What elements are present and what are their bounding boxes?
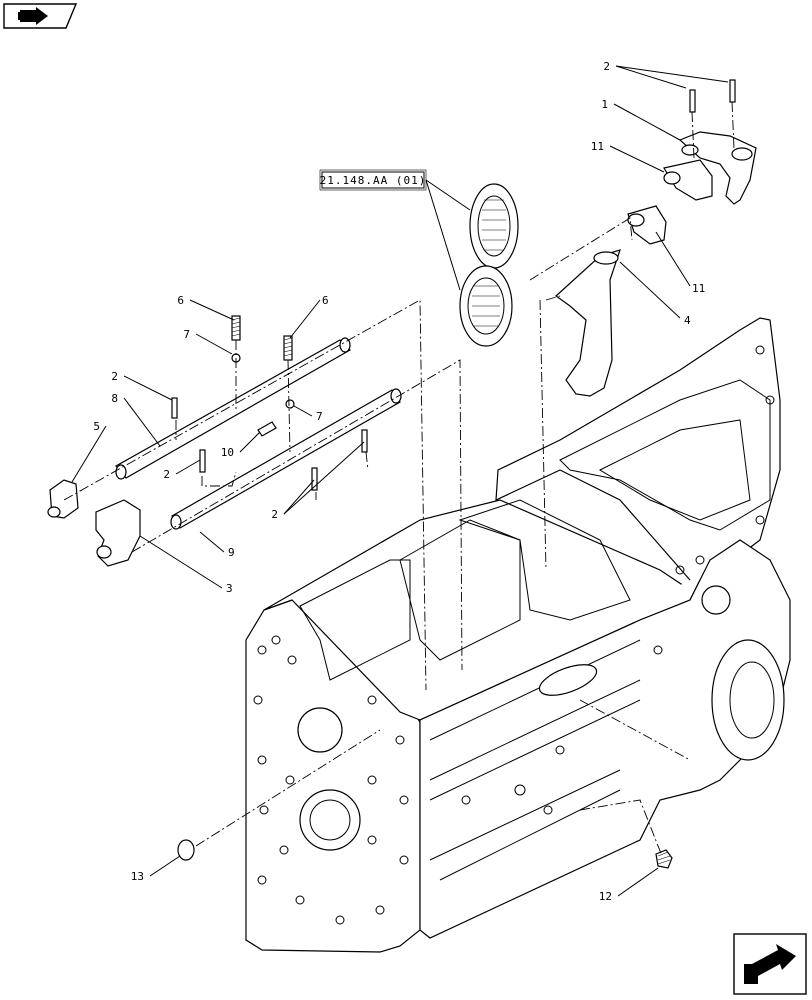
reference-label: 21.148.AA (01) <box>320 174 427 187</box>
callout-8: 8 <box>111 392 118 405</box>
synchroniser-sleeve <box>469 183 519 269</box>
bolt-holes <box>253 345 775 925</box>
callout-12: 12 <box>599 890 612 903</box>
callout-6-left: 6 <box>177 294 184 307</box>
callout-3: 4 <box>684 314 691 327</box>
shift-rail-9 <box>170 388 402 530</box>
callout-9: 9 <box>228 546 235 559</box>
synchroniser-ring <box>459 265 513 347</box>
reference-box[interactable]: 21.148.AA (01) <box>320 169 471 291</box>
callouts: 2 1 11 11 4 6 6 7 7 2 8 5 10 2 2 9 <box>71 60 729 903</box>
callout-6-right: 6 <box>322 294 329 307</box>
plug-12 <box>655 849 673 869</box>
callout-1: 1 <box>601 98 608 111</box>
selector-block-11-lower <box>627 205 667 245</box>
callout-5: 5 <box>93 420 100 433</box>
selector-4 <box>95 499 141 567</box>
shift-rail-8 <box>115 337 351 480</box>
callout-13: 13 <box>131 870 144 883</box>
transmission-housing <box>245 317 791 953</box>
shift-fork-1 <box>678 131 757 205</box>
callout-2-left: 2 <box>111 370 118 383</box>
callout-10: 10 <box>221 446 234 459</box>
callout-4: 3 <box>226 582 233 595</box>
callout-2-mid: 2 <box>163 468 170 481</box>
callout-2-top: 2 <box>603 60 610 73</box>
assembly-center-lines <box>63 101 735 857</box>
selector-5 <box>47 479 79 519</box>
selector-block-11-upper <box>663 159 713 201</box>
roll-pins-2 <box>171 79 736 491</box>
callout-2-right: 2 <box>271 508 278 521</box>
callout-7-left: 7 <box>183 328 190 341</box>
callout-11-lower: 11 <box>692 282 705 295</box>
seal-13 <box>177 839 195 861</box>
callout-11-upper: 11 <box>591 140 604 153</box>
interlock-pin-10 <box>257 421 277 437</box>
book-arrow-icon[interactable] <box>3 3 78 29</box>
next-page-arrow-icon[interactable] <box>733 933 807 995</box>
detent-springs-6 <box>231 315 293 361</box>
callout-7-right: 7 <box>316 410 323 423</box>
shift-fork-3 <box>555 249 621 397</box>
